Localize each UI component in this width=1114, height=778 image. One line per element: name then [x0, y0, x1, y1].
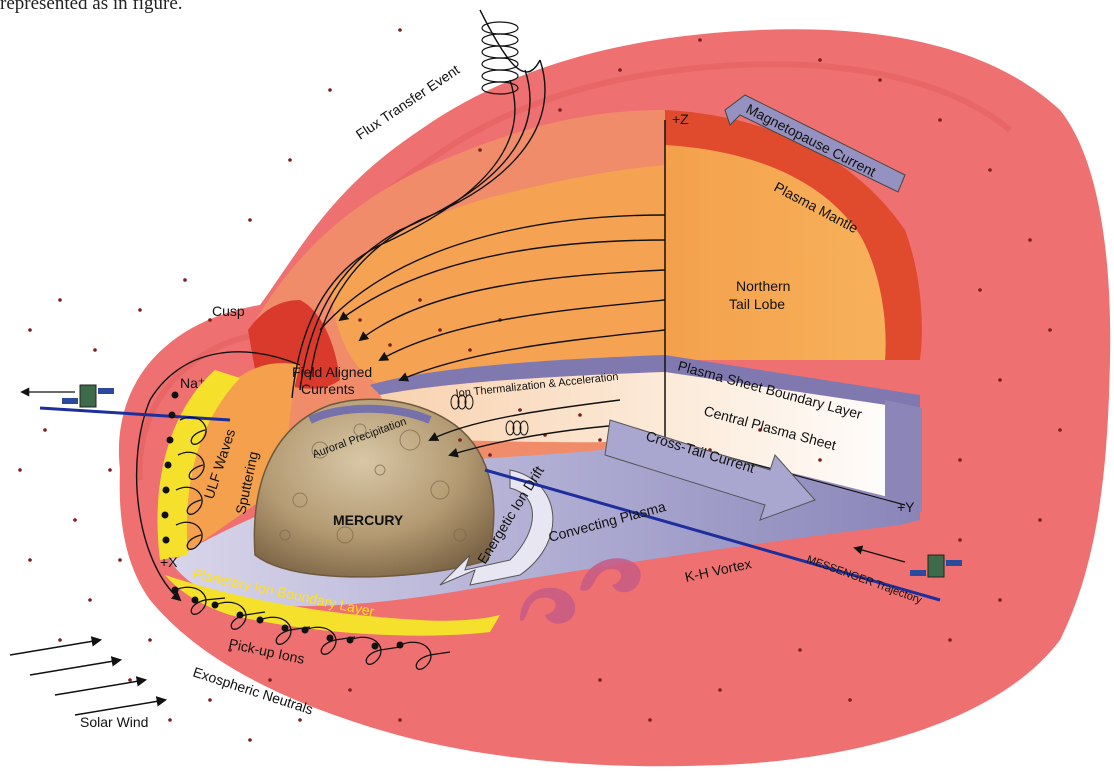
flux-transfer-spiral [482, 22, 518, 94]
label-northern-tail-lobe-1: Northern [736, 278, 790, 294]
top-caption: represented as in figure. [0, 0, 420, 15]
label-northern-tail-lobe-2: Tail Lobe [729, 296, 785, 312]
sheet-right-edge [885, 400, 922, 512]
label-field-aligned-1: Field Aligned [292, 364, 372, 380]
label-na-plus: Na⁺ [180, 375, 205, 391]
label-cusp: Cusp [212, 303, 245, 319]
label-solar-wind: Solar Wind [80, 714, 148, 730]
label-mercury: MERCURY [333, 512, 404, 528]
label-field-aligned-2: Currents [301, 381, 355, 397]
solar-wind-arrows [10, 640, 165, 715]
label-plus-x: +X [160, 554, 178, 570]
label-plus-y: +Y [897, 499, 915, 515]
label-plus-z: +Z [672, 111, 689, 127]
spacecraft-left [62, 385, 114, 407]
